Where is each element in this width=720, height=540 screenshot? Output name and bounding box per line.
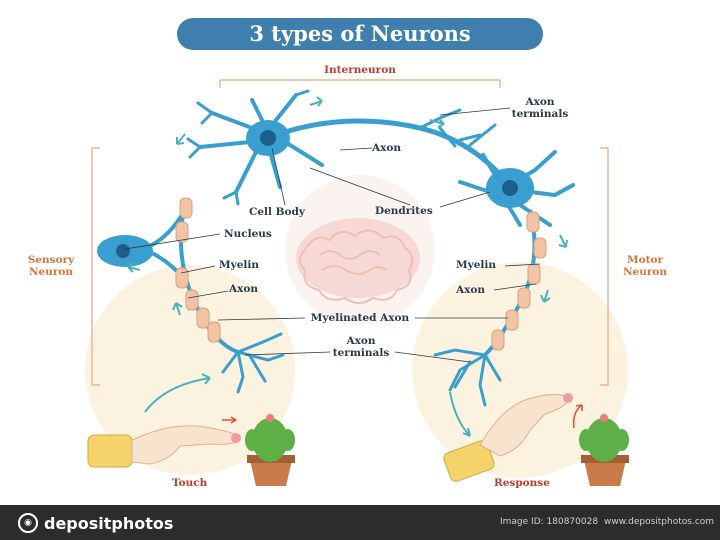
sensory-neuron-nucleus bbox=[116, 244, 130, 258]
label-axon-left: Axon bbox=[229, 283, 259, 295]
interneuron-bracket bbox=[219, 79, 501, 88]
page-title: 3 types of Neurons bbox=[249, 21, 471, 46]
label-nucleus: Nucleus bbox=[224, 228, 272, 240]
footer-image-id: Image ID: 180870028 bbox=[500, 517, 599, 527]
sensory-myelin-segments bbox=[175, 197, 221, 343]
motor-bracket bbox=[600, 147, 609, 386]
label-touch: Touch bbox=[172, 477, 208, 489]
label-myelin-left: Myelin bbox=[219, 259, 260, 271]
label-motor-neuron: Motor Neuron bbox=[622, 254, 668, 278]
brand-name: depositphotos bbox=[44, 513, 174, 533]
interneuron-shape bbox=[186, 89, 508, 206]
label-myelinated-axon: Myelinated Axon bbox=[310, 312, 410, 324]
motor-neuron-nucleus bbox=[502, 180, 518, 196]
touch-cactus-icon bbox=[245, 414, 295, 486]
signal-arrows bbox=[127, 96, 568, 316]
motor-axon-terminals bbox=[433, 348, 502, 407]
label-myelin-right: Myelin bbox=[456, 259, 497, 271]
motor-neuron-dendrites bbox=[458, 150, 575, 227]
motor-myelin-segments bbox=[491, 211, 547, 351]
title-banner bbox=[177, 18, 543, 50]
touch-hand-icon bbox=[87, 425, 241, 468]
response-red-arrow bbox=[572, 404, 583, 429]
label-sensory-neuron: Sensory Neuron bbox=[27, 254, 75, 278]
diagram-art bbox=[85, 79, 629, 486]
brain-icon bbox=[296, 218, 420, 304]
label-response: Response bbox=[494, 477, 550, 489]
interneuron-nucleus bbox=[260, 130, 276, 146]
label-axon-terminals-top: Axon terminals bbox=[511, 96, 569, 120]
label-axon-right: Axon bbox=[456, 284, 486, 296]
footer-site[interactable]: www.depositphotos.com bbox=[604, 517, 715, 527]
label-dendrites: Dendrites bbox=[375, 205, 433, 217]
camera-icon: ◉ bbox=[18, 513, 38, 533]
label-axon-terminals-bottom: Axon terminals bbox=[332, 335, 390, 359]
sensory-axon-terminals bbox=[221, 332, 285, 394]
label-axon-top: Axon bbox=[372, 142, 402, 154]
response-hand-icon bbox=[443, 393, 573, 482]
neuron-diagram: 3 types of Neurons Interneuron Axon term… bbox=[27, 18, 668, 489]
label-cell-body: Cell Body bbox=[249, 206, 305, 218]
label-interneuron: Interneuron bbox=[324, 64, 396, 76]
response-arrow bbox=[449, 391, 471, 437]
footer-bar bbox=[0, 505, 720, 540]
leader-lines bbox=[124, 107, 541, 363]
footer-brand[interactable]: ◉ depositphotos bbox=[18, 512, 173, 534]
touch-bg-circle bbox=[85, 265, 295, 475]
sensory-bracket bbox=[91, 147, 100, 386]
touch-red-arrow bbox=[222, 416, 237, 424]
touch-arrow bbox=[144, 373, 211, 413]
response-cactus-icon bbox=[579, 414, 629, 486]
